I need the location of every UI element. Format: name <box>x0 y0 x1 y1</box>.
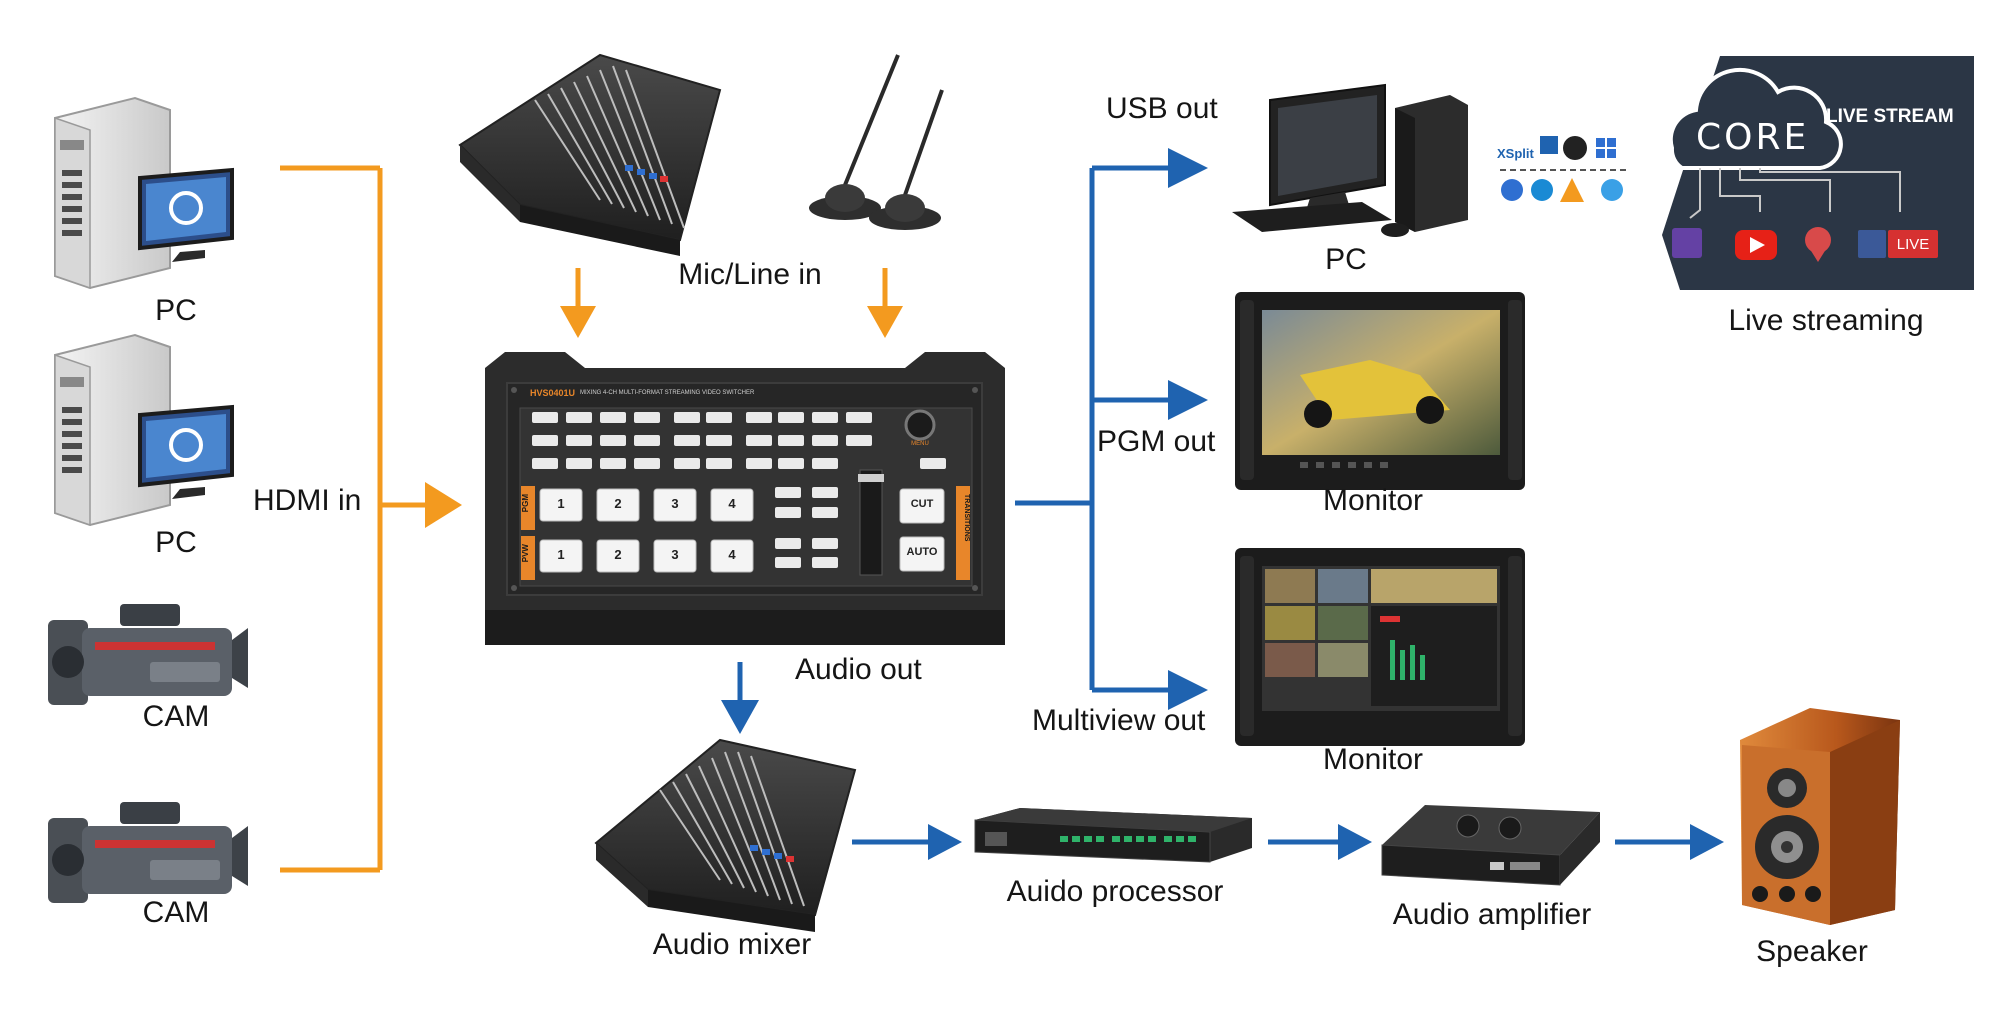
processor-to-amp-arrowhead <box>1338 824 1372 860</box>
switcher-small-buttons <box>532 412 946 568</box>
twitch-icon <box>1672 228 1702 258</box>
amp-to-speaker-arrowhead <box>1690 824 1724 860</box>
monitor-icon-2 <box>1235 548 1525 746</box>
video-switcher <box>485 352 1005 645</box>
pgm-button-3-label: 3 <box>671 496 679 511</box>
audio-mixer-icon <box>594 738 857 932</box>
auto-label: AUTO <box>906 546 938 558</box>
audio-processor-icon <box>974 808 1252 863</box>
pvw-button-2[interactable] <box>596 539 640 573</box>
camera-icon-1 <box>48 604 248 705</box>
hdmi-in-arrowhead <box>425 482 462 528</box>
mic-line-in-label: Mic/Line in <box>678 258 822 291</box>
transitions-label: TRANSITIONS <box>963 494 970 542</box>
live-streaming-label: Live streaming <box>1728 304 1924 337</box>
mic-line-in-arrows <box>560 268 903 338</box>
audio-processor-label: Auido processor <box>1006 875 1224 908</box>
quicktime-icon <box>1601 179 1623 201</box>
pgm-button-3[interactable] <box>653 488 697 522</box>
monitor-2-label: Monitor <box>1322 743 1424 776</box>
multiview-out-arrowhead <box>1168 670 1208 710</box>
pvw-button-1[interactable] <box>539 539 583 573</box>
vmix-icon <box>1501 179 1523 201</box>
xsplit-logo: XSplit <box>1497 146 1534 161</box>
output-pc-icon <box>1232 83 1468 237</box>
pgm-button-1[interactable] <box>539 488 583 522</box>
pgm-out-label: PGM out <box>1097 425 1216 458</box>
usb-out-label: USB out <box>1106 92 1218 125</box>
obs-icon <box>1563 136 1587 160</box>
pgm-button-4-label: 4 <box>728 496 736 511</box>
cut-label: CUT <box>910 498 934 510</box>
output-bus <box>1015 165 1168 693</box>
audio-mixer-label: Audio mixer <box>652 928 812 961</box>
facebook-live-badge <box>1888 230 1938 258</box>
cam-2-label: CAM <box>142 896 210 929</box>
multiview-out-label: Multiview out <box>1032 704 1206 737</box>
pgm-side-tab <box>521 486 535 530</box>
facebook-live-text: LIVE <box>1896 236 1930 253</box>
live-stream-panel <box>1662 56 1974 290</box>
streaming-software-logos <box>1500 136 1630 202</box>
cut-button[interactable] <box>899 488 945 524</box>
pvw-button-2-label: 2 <box>614 547 622 562</box>
pc-1-label: PC <box>155 294 197 327</box>
auto-button[interactable] <box>899 536 945 572</box>
t-bar[interactable] <box>859 469 883 576</box>
pgm-button-1-label: 1 <box>557 496 565 511</box>
input-audio-mixer-icon <box>458 53 722 256</box>
microphone-icon-2 <box>869 89 944 230</box>
hdmi-input-bus <box>280 165 425 873</box>
menu-label: MENU <box>911 441 929 447</box>
microphone-icon-1 <box>809 54 900 220</box>
cam-1-label: CAM <box>142 700 210 733</box>
usb-out-arrowhead <box>1168 148 1208 188</box>
pc-icon-2 <box>54 333 234 527</box>
audio-out-label: Audio out <box>795 653 922 686</box>
audio-out-arrow <box>721 662 759 734</box>
monitor-1-label: Monitor <box>1322 484 1424 517</box>
speaker-label: Speaker <box>1756 935 1868 968</box>
pvw-label: PVW <box>521 544 530 563</box>
transitions-side-tab <box>956 486 970 580</box>
pvw-button-1-label: 1 <box>557 547 565 562</box>
speaker-icon <box>1740 708 1900 925</box>
pc-out-label: PC <box>1325 243 1367 276</box>
pvw-side-tab <box>521 536 535 580</box>
facebook-icon <box>1858 230 1886 258</box>
switcher-model: HVS0401U <box>530 388 576 398</box>
menu-knob[interactable] <box>904 409 936 441</box>
monitor-icon-1 <box>1235 292 1525 490</box>
switcher-screws <box>511 387 978 591</box>
mixer-to-processor-arrowhead <box>928 824 962 860</box>
pvw-button-3[interactable] <box>653 539 697 573</box>
pvw-button-4[interactable] <box>710 539 754 573</box>
pgm-button-4[interactable] <box>710 488 754 522</box>
audio-amplifier-label: Audio amplifier <box>1392 898 1592 931</box>
pgm-button-2-label: 2 <box>614 496 622 511</box>
audio-amplifier-icon <box>1381 805 1600 886</box>
core-brand: CORE <box>1696 117 1810 158</box>
pgm-label: PGM <box>521 494 530 513</box>
switcher-subtitle: MIXING 4-CH MULTI-FORMAT STREAMING VIDEO… <box>580 390 755 396</box>
vlc-icon <box>1560 178 1584 202</box>
pgm-out-arrowhead <box>1168 380 1208 420</box>
pc-icon-1 <box>54 96 234 290</box>
hdmi-in-label: HDMI in <box>253 484 362 517</box>
live-stream-title: LIVE STREAM <box>1826 106 1954 127</box>
camera-icon-2 <box>48 802 248 903</box>
pvw-button-4-label: 4 <box>728 547 736 562</box>
pvw-button-3-label: 3 <box>671 547 679 562</box>
pgm-button-2[interactable] <box>596 488 640 522</box>
skype-icon <box>1531 179 1553 201</box>
pc-2-label: PC <box>155 526 197 559</box>
windows-icon <box>1596 138 1616 158</box>
